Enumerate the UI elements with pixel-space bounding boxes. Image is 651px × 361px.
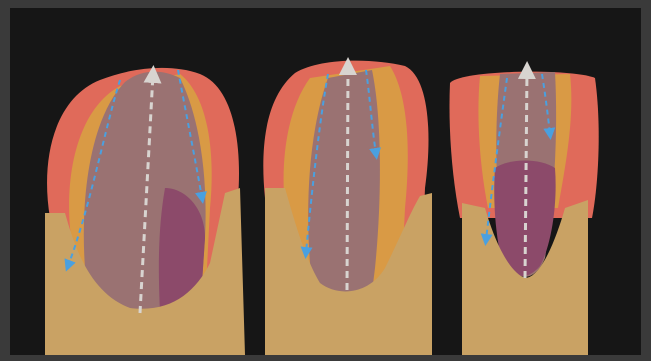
right-tooth xyxy=(449,70,598,355)
teeth-illustration xyxy=(10,8,641,355)
left-tooth xyxy=(45,68,245,355)
photo-canvas xyxy=(10,8,641,355)
middle-tooth xyxy=(263,61,432,355)
